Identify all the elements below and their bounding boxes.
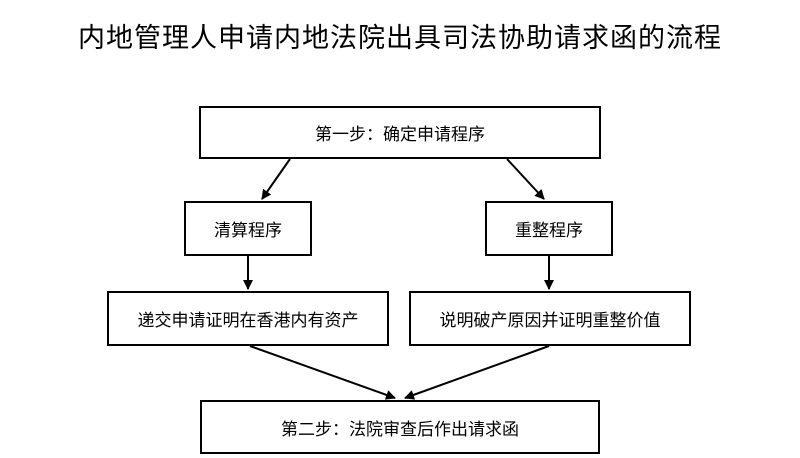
liquidation-detail-box: 递交申请证明在香港内有资产	[107, 291, 389, 346]
arrow-liquidation-detail-to-step2	[249, 345, 396, 400]
reorganization-box: 重整程序	[485, 201, 613, 256]
step1-box: 第一步：确定申请程序	[199, 106, 601, 159]
liquidation-detail-label: 递交申请证明在香港内有资产	[137, 311, 359, 331]
arrow-step1-to-liquidation	[261, 158, 291, 200]
arrow-reorganization-detail-to-step2	[404, 345, 550, 400]
step1-label: 第一步：确定申请程序	[315, 125, 485, 145]
step2-label: 第二步：法院审查后作出请求函	[281, 419, 519, 440]
liquidation-box: 清算程序	[184, 201, 312, 256]
reorganization-detail-label: 说明破产原因并证明重整价值	[439, 311, 661, 331]
reorganization-label: 重整程序	[515, 221, 583, 241]
step2-box: 第二步：法院审查后作出请求函	[200, 400, 600, 454]
diagram-title: 内地管理人申请内地法院出具司法协助请求函的流程	[78, 23, 722, 54]
reorganization-detail-box: 说明破产原因并证明重整价值	[409, 291, 691, 346]
liquidation-label: 清算程序	[214, 221, 282, 241]
arrow-step1-to-reorganization	[506, 158, 545, 200]
